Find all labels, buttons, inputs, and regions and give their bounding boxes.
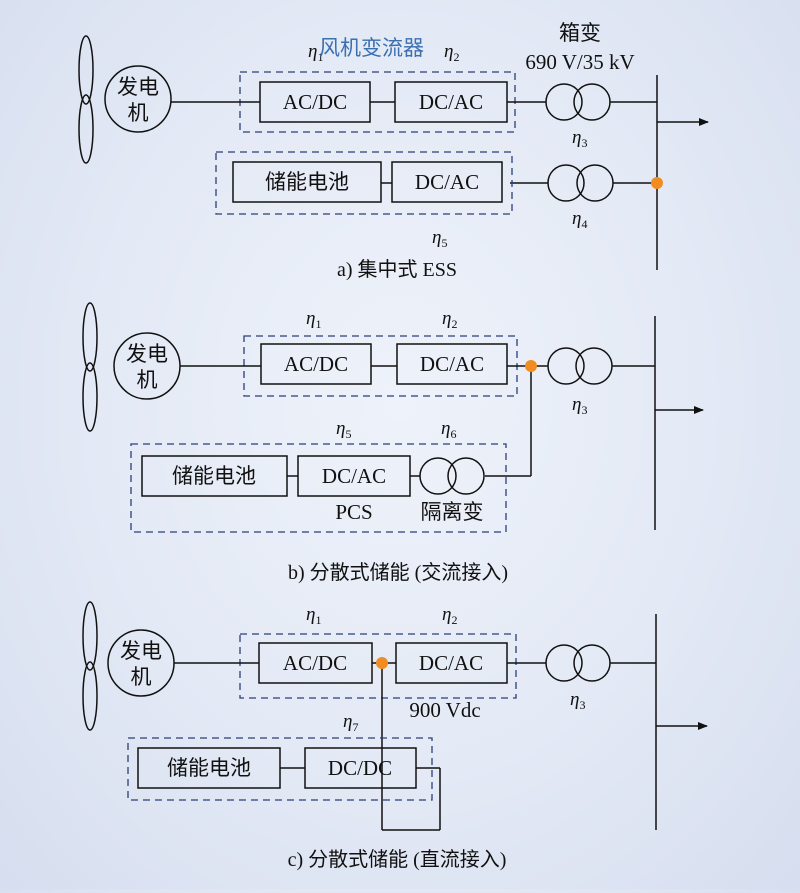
storage-group-c <box>127 737 433 801</box>
box-transformer-a <box>545 83 611 121</box>
eta3-b: η3 <box>572 394 587 417</box>
eta7-c: η7 <box>343 711 358 734</box>
panel-c: 发电 机 η1 η2 AC/DC DC/AC 900 Vdc η3 <box>82 601 708 871</box>
eta1-c: η1 <box>306 604 321 627</box>
generator-label-b-1: 发电 <box>126 342 168 366</box>
eta1-b: η1 <box>306 308 321 331</box>
battery-dcac-box-a <box>391 161 503 203</box>
battery-label-a: 储能电池 <box>265 170 349 194</box>
eta1-a: η1 <box>308 41 323 64</box>
wind-turbine-a <box>78 35 94 164</box>
converter-group-c <box>239 633 517 699</box>
eta3-c: η3 <box>570 689 585 712</box>
isolation-transformer-b <box>419 457 485 495</box>
caption-c: c) 分散式储能 (直流接入) <box>288 848 507 871</box>
battery-label-b: 储能电池 <box>172 464 256 488</box>
generator-a <box>104 65 172 133</box>
battery-box-a <box>232 161 382 203</box>
eta5-b: η5 <box>336 418 351 441</box>
generator-label-a-2: 机 <box>128 101 149 125</box>
junction-a <box>651 177 663 189</box>
caption-a: a) 集中式 ESS <box>337 258 457 281</box>
caption-b: b) 分散式储能 (交流接入) <box>288 561 508 584</box>
battery-dcdc-label-c: DC/DC <box>328 756 392 780</box>
isolation-transformer-label-b: 隔离变 <box>421 500 484 524</box>
eta5-a: η5 <box>432 227 447 250</box>
battery-label-c: 储能电池 <box>167 756 251 780</box>
dcac-label-b: DC/AC <box>420 352 484 376</box>
dcac-label-c: DC/AC <box>419 651 483 675</box>
acdc-label-a: AC/DC <box>283 90 347 114</box>
generator-label-b-2: 机 <box>137 368 158 392</box>
eta6-b: η6 <box>441 418 456 441</box>
generator-label-c-2: 机 <box>131 665 152 689</box>
transformer-title-a: 箱变 <box>559 21 601 45</box>
dcac-box-b <box>396 343 508 385</box>
dcac-label-a: DC/AC <box>419 90 483 114</box>
storage-group-a <box>215 151 513 215</box>
generator-label-a-1: 发电 <box>117 75 159 99</box>
panel-b: 发电 机 η1 η2 AC/DC DC/AC η3 η5 η6 <box>82 302 704 584</box>
battery-dcdc-box-c <box>304 747 417 789</box>
storage-transformer-a <box>547 164 614 202</box>
eta3-a: η3 <box>572 127 587 150</box>
battery-dcac-label-b: DC/AC <box>322 464 386 488</box>
eta2-c: η2 <box>442 604 457 627</box>
eta2-b: η2 <box>442 308 457 331</box>
panel-a: 发电 机 η1 风机变流器 η2 AC/DC DC/AC 箱变 690 V/35… <box>78 21 709 281</box>
wires-a <box>171 75 709 270</box>
battery-dcac-box-b <box>297 455 411 497</box>
battery-box-c <box>137 747 281 789</box>
acdc-box-b <box>260 343 372 385</box>
generator-label-c-1: 发电 <box>120 639 162 663</box>
box-transformer-b <box>547 347 613 385</box>
wind-turbine-c <box>82 601 98 731</box>
acdc-label-c: AC/DC <box>283 651 347 675</box>
junction-c <box>376 657 388 669</box>
converter-title-a: 风机变流器 <box>319 36 424 60</box>
box-transformer-c <box>545 644 611 682</box>
storage-group-b <box>130 443 507 533</box>
wind-turbine-b <box>82 302 98 432</box>
transformer-rating-a: 690 V/35 kV <box>525 50 634 74</box>
wires-b <box>180 316 704 530</box>
wires-c <box>174 614 708 831</box>
pcs-label-b: PCS <box>335 500 372 524</box>
battery-dcac-label-a: DC/AC <box>415 170 479 194</box>
acdc-label-b: AC/DC <box>284 352 348 376</box>
eta2-a: η2 <box>444 41 459 64</box>
junction-b <box>525 360 537 372</box>
eta4-a: η4 <box>572 208 587 231</box>
dc-voltage-label-c: 900 Vdc <box>409 698 480 722</box>
